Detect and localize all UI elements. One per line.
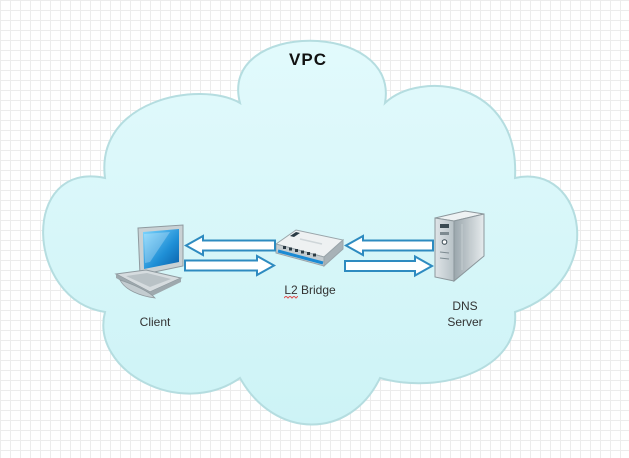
arrow-client-to-bridge [184, 254, 277, 277]
dns-server-label: DNS Server [430, 298, 500, 330]
spellcheck-squiggle [284, 296, 298, 299]
tower-server-icon [434, 210, 485, 283]
dns-server-label-line1: DNS [452, 299, 478, 313]
client-label: Client [139, 315, 171, 329]
laptop-computer-icon [114, 224, 184, 299]
arrow-bridge-to-dns [344, 254, 435, 278]
vpc-title: VPC [289, 50, 327, 69]
arrow-dns-to-bridge [343, 234, 434, 257]
arrow-bridge-to-client [183, 234, 276, 257]
dns-server-label-line2: Server [447, 315, 483, 329]
l2-bridge-label: L2 Bridge [284, 283, 336, 297]
network-switch-icon [274, 229, 345, 268]
